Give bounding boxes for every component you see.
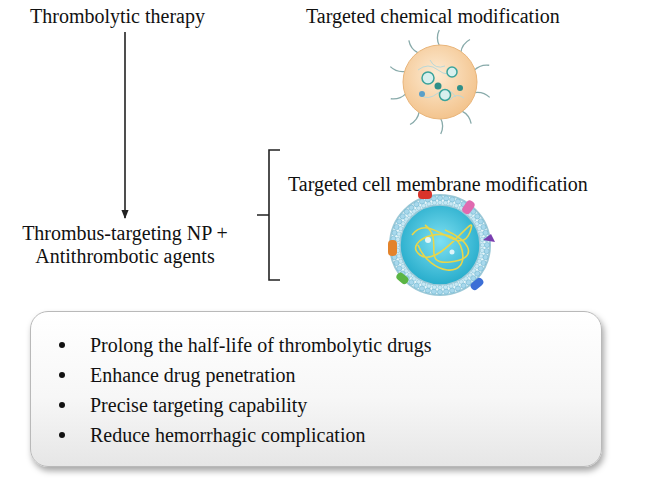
ligand-strand (461, 40, 470, 53)
bracket (257, 150, 280, 280)
benefit-text: Prolong the half-life of thrombolytic dr… (90, 333, 432, 357)
lipid-head (444, 289, 449, 294)
lipid-head (450, 197, 455, 202)
ligand-strand (390, 67, 405, 72)
lipid-head (437, 289, 442, 294)
bullet-row: Enhance drug penetration (49, 360, 581, 390)
lipid-head (438, 285, 442, 289)
label-text: Thrombus-targeting NP + Antithrombotic a… (10, 222, 240, 268)
bullet-row: Reduce hemorrhagic complication (49, 420, 581, 450)
ligand-strand (391, 94, 406, 99)
bullet-row: Prolong the half-life of thrombolytic dr… (49, 330, 581, 360)
bullet-dot (59, 402, 65, 408)
benefit-text: Precise targeting capability (90, 393, 307, 417)
ligand-strand (441, 118, 443, 134)
bullet-row: Precise targeting capability (49, 390, 581, 420)
step-label: Thrombolytic therapy (30, 4, 205, 28)
lipid-head (438, 200, 442, 204)
lipid-head (484, 249, 489, 254)
lipid-head (443, 201, 447, 205)
lipid-head (432, 285, 436, 289)
ligand-strand (474, 92, 489, 97)
lipid-head (437, 195, 442, 200)
bullet-dot (59, 432, 65, 438)
lipid-head (425, 288, 430, 293)
lipid-head (480, 243, 484, 247)
lipid-head (431, 196, 436, 201)
lipid-head (431, 289, 436, 294)
benefit-panel: Prolong the half-life of thrombolytic dr… (30, 311, 602, 467)
label-text: Targeted cell membrane modification (288, 172, 588, 196)
lipid-head (483, 230, 488, 235)
flow-arrow (124, 32, 126, 218)
lipid-head (396, 237, 400, 241)
lipid-head (483, 255, 488, 260)
nanoparticle-illustration (390, 30, 489, 134)
bullet-dot (59, 372, 65, 378)
branch-label: Targeted cell membrane modification (288, 172, 588, 196)
lipid-head (480, 237, 484, 241)
bullet-dot (59, 342, 65, 348)
ligand-strand (474, 65, 489, 70)
lipid-head (484, 242, 489, 247)
membrane-nanoparticle-illustration (388, 190, 495, 295)
lipid-head (480, 248, 484, 252)
step-label: Thrombus-targeting NP + Antithrombotic a… (10, 222, 240, 268)
lipid-head (392, 230, 397, 235)
lipid-head (444, 196, 449, 201)
ligand-strand (437, 30, 439, 46)
lipid-head (443, 285, 447, 289)
lipid-head (432, 201, 436, 205)
lipid-head (450, 288, 455, 293)
label-text: Thrombolytic therapy (30, 4, 205, 28)
benefit-text: Reduce hemorrhagic complication (90, 423, 365, 447)
ligand-strand (462, 111, 472, 124)
benefit-text: Enhance drug penetration (90, 363, 295, 387)
branch-label: Targeted chemical modification (306, 4, 560, 28)
label-text: Targeted chemical modification (306, 4, 560, 28)
ligand-strand (410, 111, 419, 124)
ligand-strand (409, 40, 419, 53)
